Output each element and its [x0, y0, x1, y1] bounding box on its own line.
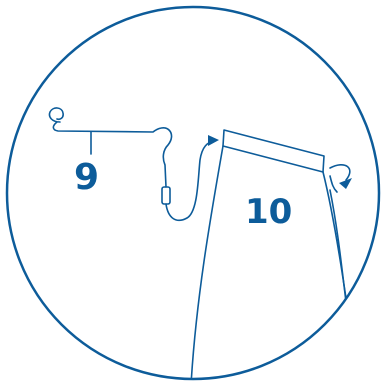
curtain-right-edge	[323, 172, 355, 360]
arrow-head-left	[208, 135, 219, 146]
hook-tail	[166, 140, 216, 220]
callout-label-10: 10	[245, 195, 292, 229]
callout-label-9: 9	[74, 160, 99, 196]
tieback-hook-wire	[49, 108, 171, 187]
curtain-left-edge	[191, 146, 223, 385]
curtain-header	[223, 130, 324, 172]
curtain-inner-fold	[330, 176, 337, 192]
arrow-curve-right	[330, 165, 350, 180]
hook-clip	[162, 187, 170, 204]
magnifier-circle	[7, 7, 379, 379]
